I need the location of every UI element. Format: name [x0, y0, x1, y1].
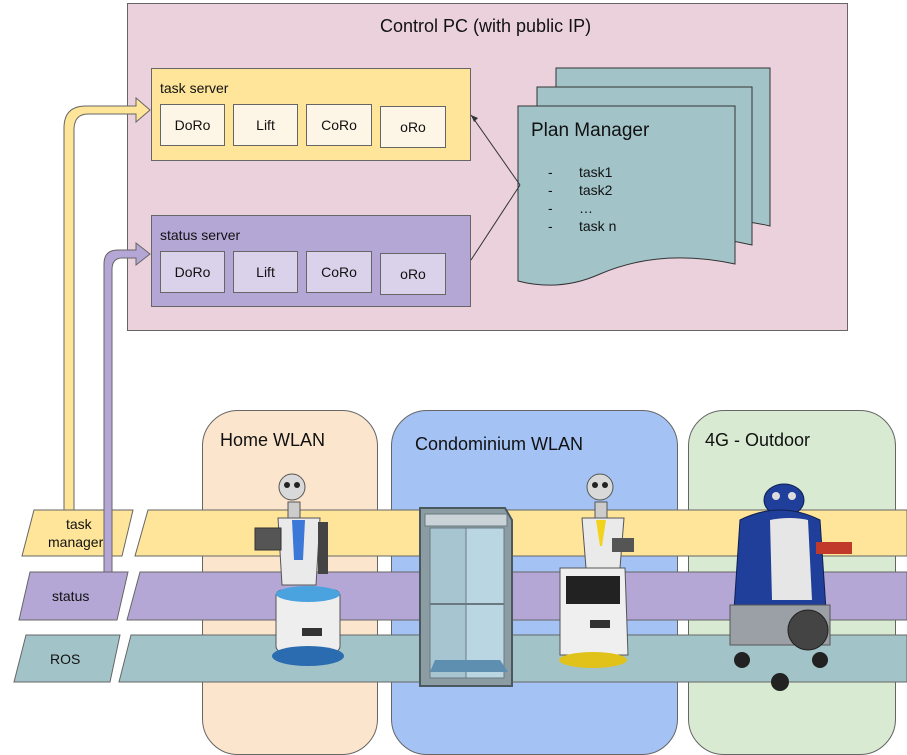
status-label: status — [52, 588, 90, 604]
home-wlan-title: Home WLAN — [220, 430, 326, 450]
plan-task-bullet-4: - — [548, 218, 553, 234]
task-manager-label-line1: task — [66, 516, 92, 532]
status-server-module-lift: Lift — [233, 251, 298, 293]
control-pc-title: Control PC (with public IP) — [380, 16, 592, 36]
coro-robot-image — [559, 473, 634, 668]
plan-manager-title: Plan Manager — [531, 120, 650, 141]
plan-task-4: task n — [579, 218, 617, 234]
plan-task-1: task1 — [579, 164, 613, 180]
status-arrow — [103, 241, 151, 573]
condominium-wlan-title: Condominium WLAN — [415, 434, 584, 454]
task-server-title: task server — [160, 80, 229, 96]
plan-task-bullet-1: - — [548, 164, 553, 180]
ros-layer-label-box — [13, 634, 121, 683]
task-server-module-coro: CoRo — [306, 104, 372, 146]
task-server-module-oro: oRo — [380, 106, 446, 148]
elevator-image — [419, 507, 513, 687]
status-server-title: status server — [160, 227, 241, 243]
plan-to-task-line — [470, 114, 521, 186]
outdoor-4g-title: 4G - Outdoor — [705, 430, 811, 450]
doro-robot-image — [254, 473, 344, 666]
plan-page-front — [517, 105, 736, 286]
task-server-module-doro: DoRo — [160, 104, 225, 146]
plan-to-status-line — [470, 184, 521, 261]
status-server-module-doro: DoRo — [160, 251, 225, 293]
plan-task-2: task2 — [579, 182, 613, 198]
plan-task-3: … — [579, 200, 593, 216]
ros-label: ROS — [50, 651, 81, 667]
status-layer-label-box — [18, 571, 129, 621]
oro-robot-image — [729, 483, 852, 691]
plan-task-bullet-2: - — [548, 182, 553, 198]
plan-task-bullet-3: - — [548, 200, 553, 216]
status-server-module-coro: CoRo — [306, 251, 372, 293]
task-server-module-lift: Lift — [233, 104, 298, 146]
status-server-module-oro: oRo — [380, 253, 446, 295]
task-arrow — [63, 96, 151, 511]
task-manager-label-line2: manager — [48, 534, 104, 550]
